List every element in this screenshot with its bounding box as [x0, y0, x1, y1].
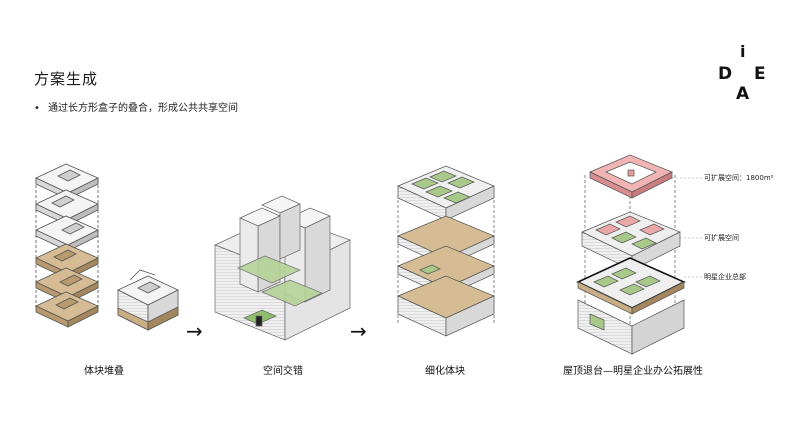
- logo-letter-i: i: [740, 42, 746, 61]
- bullet-marker: •: [34, 103, 40, 114]
- step2-interlocking-boxes: [214, 195, 351, 341]
- bullet-point: • 通过长方形盒子的叠合，形成公共共享空间: [34, 99, 238, 114]
- step3-refined-blocks: [397, 165, 495, 337]
- logo-letter-e: E: [754, 64, 766, 84]
- logo-letter-d: D: [718, 64, 733, 84]
- idea-logo: i D E A: [712, 44, 772, 106]
- arrow-step2-to-step3: →: [350, 319, 367, 343]
- step1-exploded-stack: [35, 163, 99, 328]
- arrow-step1-to-step2: →: [186, 319, 203, 343]
- hq-layer: [576, 257, 686, 315]
- caption-step4: 屋顶退台—明星企业办公拓展性: [563, 366, 703, 377]
- base-block: [577, 299, 685, 355]
- caption-step3: 细化体块: [425, 366, 465, 377]
- step1-assembled-block: [117, 269, 179, 331]
- annotation-expandable-space: 可扩展空间: [704, 234, 739, 242]
- slab-wood-3: [35, 291, 99, 328]
- step4-roof-terrace: [576, 154, 686, 355]
- caption-step2: 空间交错: [263, 366, 303, 377]
- page-title: 方案生成: [34, 70, 99, 88]
- logo-letter-a: A: [736, 84, 750, 104]
- annotation-expandable-area: 可扩展空间：1800m²: [704, 174, 774, 182]
- bullet-text: 通过长方形盒子的叠合，形成公共共享空间: [48, 103, 238, 114]
- pink-expandable-frame: [589, 154, 673, 199]
- annotation-leaders: [672, 177, 702, 278]
- expandable-mid-layer: [581, 211, 681, 271]
- annotation-hq: 明星企业总部: [704, 273, 746, 281]
- caption-step1: 体块堆叠: [84, 366, 124, 377]
